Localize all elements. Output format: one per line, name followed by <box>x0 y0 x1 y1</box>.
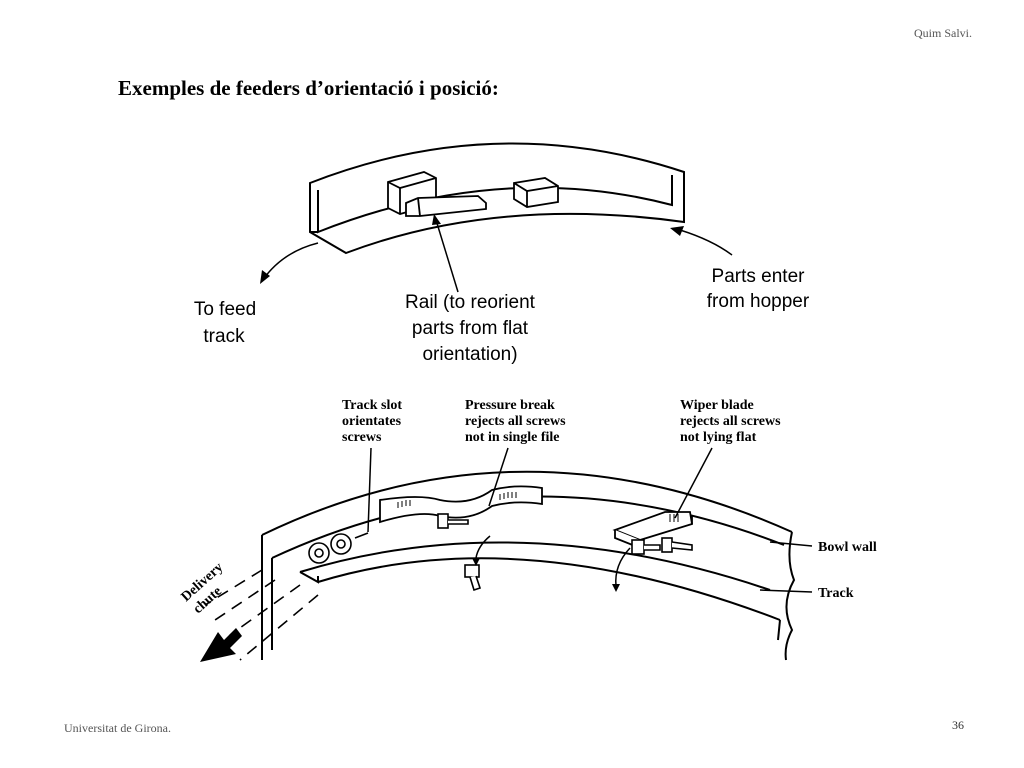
slot-label-line3: screws <box>342 430 382 445</box>
bowl-wall-leader <box>769 541 813 547</box>
feed-label-line1: To feed <box>194 299 256 320</box>
track-leader <box>759 589 813 593</box>
bowl-inner-wall <box>317 175 673 234</box>
institution-name: Universitat de Girona. <box>64 721 171 735</box>
slide-title: Exemples de feeders d’orientació i posic… <box>118 76 499 100</box>
enter-label-line2: from hopper <box>707 291 810 312</box>
bowl-wall-label: Bowl wall <box>818 540 877 555</box>
pressure-label-line2: rejects all screws <box>465 414 566 429</box>
pressure-label-line1: Pressure break <box>465 398 555 413</box>
bowl-segment-outline <box>309 142 685 255</box>
rail-label-line2: parts from flat <box>412 318 529 339</box>
wiper-label-line1: Wiper blade <box>680 398 754 413</box>
wiper-blade <box>612 511 694 541</box>
chute-dash-1 <box>204 569 263 606</box>
page-number: 36 <box>952 718 964 732</box>
pressure-label-line3: not in single file <box>465 430 560 445</box>
track-label: Track <box>818 586 854 601</box>
track-inner-edge <box>299 541 771 591</box>
wiper-label-line3: not lying flat <box>680 430 757 445</box>
author-name: Quim Salvi. <box>913 26 972 40</box>
reject-arrow-wiper <box>615 547 631 587</box>
slot-label-line1: Track slot <box>342 398 402 413</box>
slot-label-line2: orientates <box>342 414 402 429</box>
part-block-right <box>513 177 559 208</box>
track-outer-edge <box>317 557 781 621</box>
delivery-direction-arrow <box>200 628 242 662</box>
rail-label-line3: orientation) <box>422 344 517 365</box>
enter-label-line1: Parts enter <box>712 266 806 287</box>
pressure-break-plate <box>379 485 543 524</box>
bowl-wall-top-edge <box>261 470 793 536</box>
rail <box>405 195 487 217</box>
bowl-wall-cut-edge <box>784 531 796 661</box>
feed-label-line2: track <box>203 326 245 347</box>
rail-label-line1: Rail (to reorient <box>405 292 536 313</box>
wiper-label-line2: rejects all screws <box>680 414 781 429</box>
screw-pressure <box>437 513 449 529</box>
pressure-leader <box>488 447 509 507</box>
reject-arrow-pressure <box>475 535 491 559</box>
rejected-screw-1 <box>464 564 480 578</box>
rail-pointer <box>435 219 459 293</box>
slot-leader <box>367 447 372 533</box>
enter-arrow <box>679 229 733 256</box>
wiper-leader <box>674 447 713 519</box>
screw-wiper-1 <box>631 539 645 555</box>
screw-wiper-2 <box>661 537 673 553</box>
